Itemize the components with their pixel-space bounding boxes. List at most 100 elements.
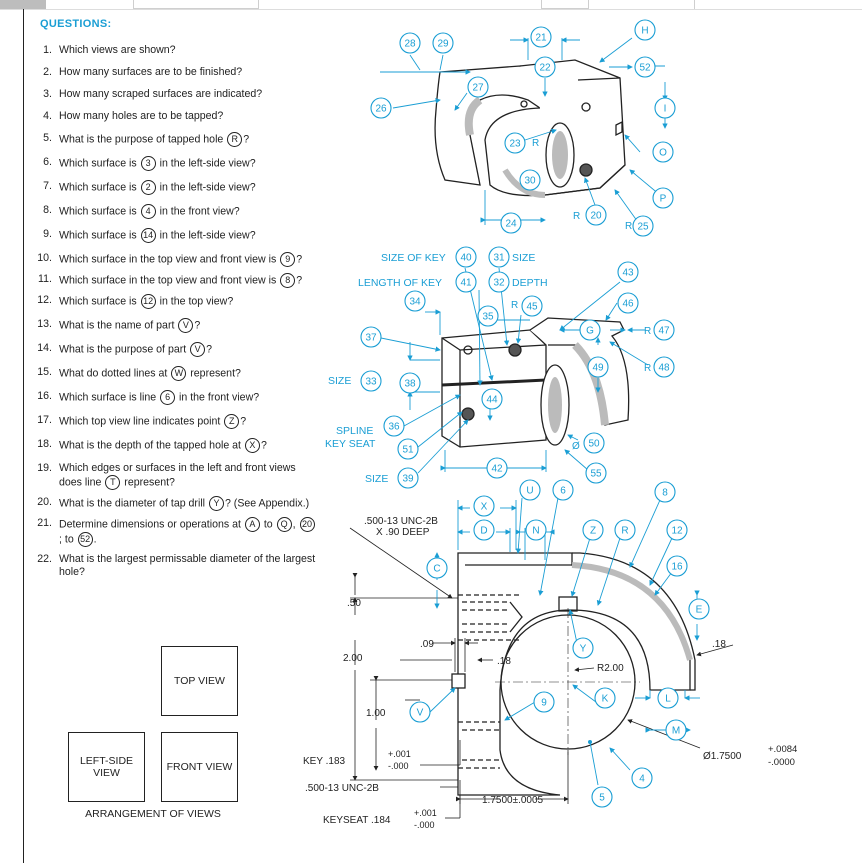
circled-reference: 52 <box>77 532 93 547</box>
callout-circle <box>583 432 605 454</box>
question-item: 12.Which surface is 12 in the top view? <box>28 294 318 309</box>
callout-circle <box>426 557 448 579</box>
callout-label: L <box>665 694 671 705</box>
callout-label: Z <box>590 526 596 537</box>
callout-label: 35 <box>482 312 494 323</box>
bore-diameter: Ø1.7500 <box>703 751 742 762</box>
question-text: Which surface is <box>59 181 140 194</box>
callout-label: 42 <box>491 464 503 475</box>
callout-label: 44 <box>486 395 498 406</box>
callout-label: C <box>433 564 440 575</box>
circled-reference: 6 <box>160 390 176 405</box>
size-of-key-label: SIZE OF KEY <box>381 252 446 264</box>
question-text: What is the name of part <box>59 319 178 332</box>
callout-circle <box>617 261 639 283</box>
question-number: 20. <box>37 496 52 508</box>
circled-reference: 4 <box>140 204 156 219</box>
question-text: Which surface is <box>59 229 140 242</box>
question-item: 1.Which views are shown? <box>28 44 318 57</box>
key-tolerance-plus: +.001 <box>388 749 411 759</box>
callout-circle <box>486 457 508 479</box>
question-item: 22.What is the largest permissable diame… <box>28 553 318 579</box>
question-number: 5. <box>43 132 52 144</box>
callout-label: 38 <box>404 379 416 390</box>
question-number: 8. <box>43 204 52 216</box>
callout-circle <box>688 598 710 620</box>
question-item: 21.Determine dimensions or operations at… <box>28 517 318 547</box>
callout-label: 40 <box>460 253 472 264</box>
callout-circle <box>533 691 555 713</box>
circled-reference: V <box>190 342 206 357</box>
question-text: ; to <box>59 533 77 546</box>
question-text: in the front view? <box>176 391 260 404</box>
question-number: 21. <box>37 517 52 529</box>
callout-label: 52 <box>639 63 651 74</box>
question-text: What do dotted lines at <box>59 367 171 380</box>
question-text: Which surface is <box>59 157 140 170</box>
callout-label: 46 <box>622 299 634 310</box>
callout-circle <box>455 246 477 268</box>
callout-label: 47 <box>658 326 670 337</box>
question-number: 7. <box>43 180 52 192</box>
callout-circle <box>582 519 604 541</box>
question-text: , <box>292 518 299 531</box>
question-text: Which surface in the top view and front … <box>59 253 280 266</box>
question-text: ? <box>240 415 247 428</box>
toolbar-button[interactable] <box>541 0 589 9</box>
callout-label: M <box>672 726 680 737</box>
circled-reference: A <box>244 517 260 532</box>
callout-circle <box>500 212 522 234</box>
callout-label: U <box>526 486 533 497</box>
key-seat-label: KEY SEAT <box>325 438 376 450</box>
keyseat-dimension: KEYSEAT .184 <box>323 815 391 826</box>
tap-note: .500-13 UNC-2B <box>364 516 438 527</box>
question-number: 16. <box>37 390 52 402</box>
question-item: 6.Which surface is 3 in the left-side vi… <box>28 156 318 171</box>
callout-label: 9 <box>541 698 547 709</box>
callout-label: 21 <box>535 33 547 44</box>
circled-reference: 8 <box>280 273 296 288</box>
toolbar-tab[interactable] <box>0 0 46 9</box>
callout-circle <box>488 271 510 293</box>
question-number: 2. <box>43 66 52 78</box>
spline-label: SPLINE <box>336 425 373 437</box>
radius-dimension: R2.00 <box>597 663 624 674</box>
question-number: 13. <box>37 318 52 330</box>
callout-circle <box>521 295 543 317</box>
question-text: What is the depth of the tapped hole at <box>59 439 244 452</box>
callout-label: 48 <box>658 363 670 374</box>
page-margin-rule <box>23 9 24 863</box>
callout-label: 34 <box>409 297 421 308</box>
question-number: 11. <box>38 273 52 285</box>
callout-circle <box>360 370 382 392</box>
question-text: What is the purpose of part <box>59 343 190 356</box>
callout-circle <box>652 141 674 163</box>
callout-circle <box>585 462 607 484</box>
callout-circle <box>653 319 675 341</box>
question-number: 22. <box>37 553 52 565</box>
radius-label: R <box>644 326 651 337</box>
dimension-018: .18 <box>712 639 726 650</box>
question-number: 12. <box>37 294 52 306</box>
callout-circle <box>631 767 653 789</box>
keyseat-tolerance-plus: +.001 <box>414 808 437 818</box>
tap-note-lower: .500-13 UNC-2B <box>305 783 379 794</box>
question-item: 3.How many scraped surfaces are indicate… <box>28 88 318 101</box>
callout-circle <box>477 305 499 327</box>
circled-reference: X <box>244 438 260 453</box>
question-text: ? (See Appendix.) <box>224 497 310 510</box>
callout-circle <box>404 290 426 312</box>
callout-circle <box>666 555 688 577</box>
key-tolerance-minus: -.000 <box>388 761 409 771</box>
question-item: 9.Which surface is 14 in the left-side v… <box>28 228 318 243</box>
question-text: Which surface is line <box>59 391 160 404</box>
circled-reference: W <box>171 366 187 381</box>
question-text: to <box>260 518 276 531</box>
circled-reference: 3 <box>140 156 156 171</box>
callout-label: 33 <box>365 377 377 388</box>
circled-reference: Z <box>224 414 240 429</box>
toolbar-field[interactable] <box>133 0 259 9</box>
question-number: 9. <box>43 228 52 240</box>
